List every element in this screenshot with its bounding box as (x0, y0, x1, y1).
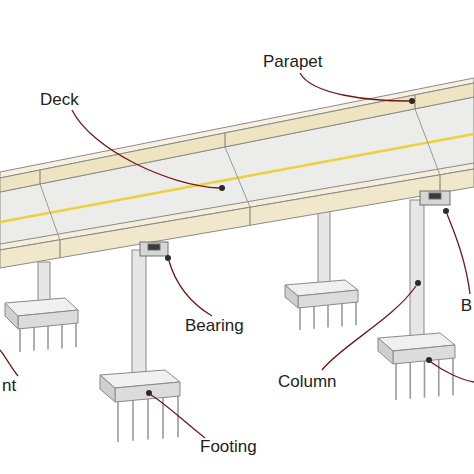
pile (132, 398, 134, 441)
pile (61, 322, 63, 348)
pile (409, 360, 411, 399)
middle-pier (285, 205, 358, 308)
bearings (140, 191, 450, 256)
pile (19, 326, 21, 352)
pile (395, 361, 397, 400)
pile (341, 301, 343, 326)
pile (299, 305, 301, 330)
part-label: Footing (200, 437, 257, 457)
leader-dots (146, 98, 449, 396)
part-label: Bearing (185, 316, 244, 336)
pile (313, 304, 315, 329)
pile (355, 300, 357, 325)
pile (162, 395, 164, 438)
part-label: Column (278, 372, 337, 392)
pile (33, 325, 35, 351)
pile (147, 397, 149, 440)
deck (0, 78, 474, 268)
part-label: Deck (40, 90, 79, 110)
pile (424, 359, 426, 398)
piles (20, 300, 453, 442)
front-pier (100, 250, 180, 402)
part-label: Parapet (263, 52, 323, 72)
pile (117, 399, 119, 442)
pile (47, 324, 49, 350)
pile (327, 303, 329, 328)
part-label: nt (2, 376, 16, 396)
pile (75, 321, 77, 347)
pile (438, 357, 440, 396)
right-pier (378, 200, 455, 364)
left-pier (5, 262, 78, 329)
leader-lines (0, 73, 474, 438)
part-label: B (461, 296, 472, 316)
